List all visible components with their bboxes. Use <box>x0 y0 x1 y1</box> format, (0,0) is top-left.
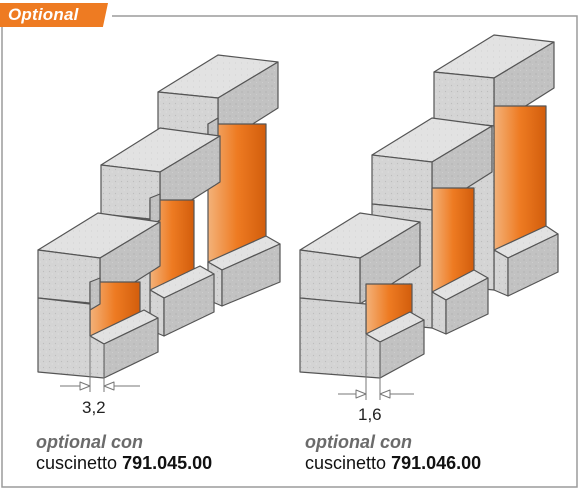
left-profile-set <box>37 54 281 392</box>
optional-tag-label: Optional <box>8 5 79 24</box>
left-front-piece <box>37 212 161 379</box>
right-dimension-label: 1,6 <box>358 405 382 424</box>
right-front-piece <box>299 212 425 379</box>
caption-right-prefix: cuscinetto <box>305 453 387 473</box>
right-profile-set <box>299 34 559 400</box>
caption-left-optional: optional con <box>36 432 143 452</box>
caption-right: optional con cuscinetto 791.046.00 <box>305 432 481 474</box>
caption-right-optional: optional con <box>305 432 412 452</box>
left-back-piece <box>157 54 281 307</box>
left-dimension-marker <box>60 336 140 392</box>
caption-left: optional con cuscinetto 791.045.00 <box>36 432 212 474</box>
caption-right-code: 791.046.00 <box>391 453 482 473</box>
caption-left-code: 791.045.00 <box>122 453 213 473</box>
right-dimension-marker <box>338 334 414 400</box>
caption-left-prefix: cuscinetto <box>36 453 118 473</box>
left-dimension-label: 3,2 <box>82 398 106 417</box>
